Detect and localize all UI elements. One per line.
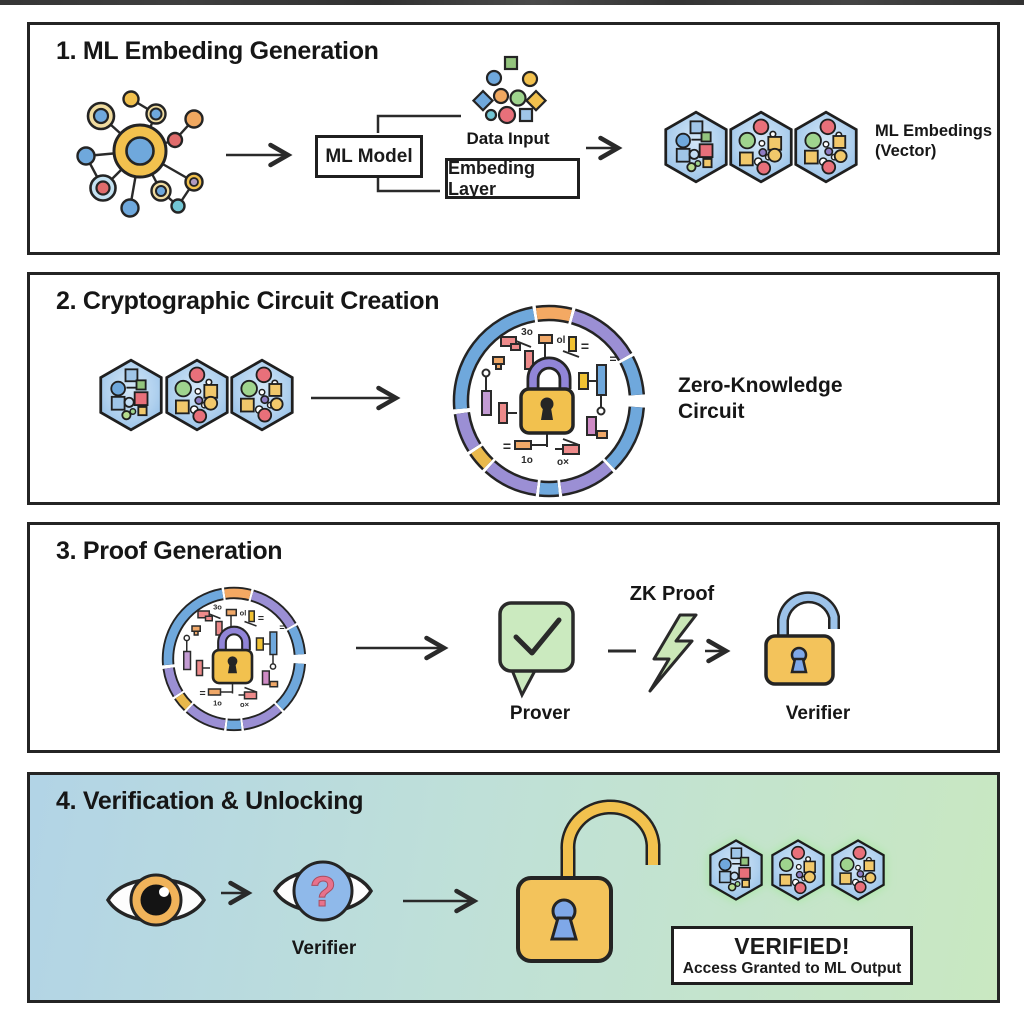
connector-line xyxy=(376,178,440,193)
connector-line xyxy=(376,114,461,133)
verifier-padlock-icon xyxy=(764,591,840,686)
data-input-cluster-icon xyxy=(471,55,548,125)
panel-title: 4. Verification & Unlocking xyxy=(56,787,364,815)
prover-label: Prover xyxy=(509,703,571,724)
panel4-graphics: ? xyxy=(105,799,885,963)
hexagon-embedding-icon xyxy=(165,358,229,432)
data-input-label: Data Input xyxy=(466,129,550,148)
zero-knowledge-circuit-label: Zero-Knowledge Circuit xyxy=(678,374,843,423)
question-mark-glyph: ? xyxy=(310,868,336,916)
panel-title: 3. Proof Generation xyxy=(56,537,283,565)
panel-title: 2. Cryptographic Circuit Creation xyxy=(56,287,440,315)
zk-circuit-icon xyxy=(168,593,300,725)
eye-icon xyxy=(105,873,207,927)
panel1-graphics xyxy=(76,55,858,218)
hexagon-embedding-icon xyxy=(709,839,763,901)
top-edge-strip xyxy=(0,0,1024,5)
panel-circuit-creation: 2. Cryptographic Circuit Creation Zero-K… xyxy=(27,272,1000,505)
zk-circuit-icon xyxy=(461,313,637,489)
verified-subtitle: Access Granted to ML Output xyxy=(682,959,902,977)
panel3-graphics xyxy=(30,525,840,750)
lightning-icon xyxy=(648,613,698,693)
hexagon-embedding-icon xyxy=(729,110,793,184)
hexagon-embedding-icon xyxy=(664,110,728,184)
verifier-label: Verifier xyxy=(291,938,357,959)
ml-embeddings-label: ML Embedings (Vector) xyxy=(875,122,993,160)
prover-bubble-icon xyxy=(498,601,575,699)
ml-model-label: ML Model xyxy=(325,145,413,167)
hexagon-embedding-icon xyxy=(794,110,858,184)
panel2-graphics xyxy=(99,275,997,502)
panel-verification-unlocking: 4. Verification & Unlocking ? xyxy=(27,772,1000,1003)
embedding-layer-box: Embeding Layer xyxy=(445,158,580,199)
verifier-label: Verifier xyxy=(785,703,851,724)
hexagon-embedding-icon xyxy=(230,358,294,432)
verified-title: VERIFIED! xyxy=(734,933,850,960)
network-graph-icon xyxy=(76,90,204,218)
verified-box: VERIFIED! Access Granted to ML Output xyxy=(671,926,913,985)
hexagon-embedding-icon xyxy=(771,839,825,901)
panel-proof-generation: 3. Proof Generation ZK Proof Prov xyxy=(27,522,1000,753)
ml-model-box: ML Model xyxy=(315,135,423,178)
hexagon-embedding-icon xyxy=(831,839,885,901)
verifier-eye-icon: ? xyxy=(272,860,374,922)
unlocked-padlock-icon xyxy=(516,799,661,963)
panel-embedding-generation: 1. ML Embeding Generation xyxy=(27,22,1000,255)
embedding-layer-label: Embeding Layer xyxy=(448,157,536,199)
panel-title: 1. ML Embeding Generation xyxy=(56,37,379,65)
zk-proof-label: ZK Proof xyxy=(629,583,715,605)
hexagon-embedding-icon xyxy=(99,358,163,432)
